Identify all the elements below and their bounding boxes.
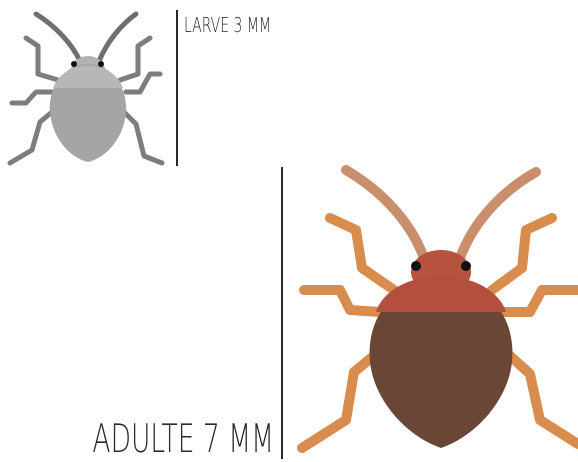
larva-bug-icon [10, 14, 162, 163]
larva-size-label: LARVE 3 MM [184, 15, 271, 35]
adult-size-label: ADULTE 7 MM [92, 420, 274, 459]
adult-bug-icon [302, 170, 578, 448]
